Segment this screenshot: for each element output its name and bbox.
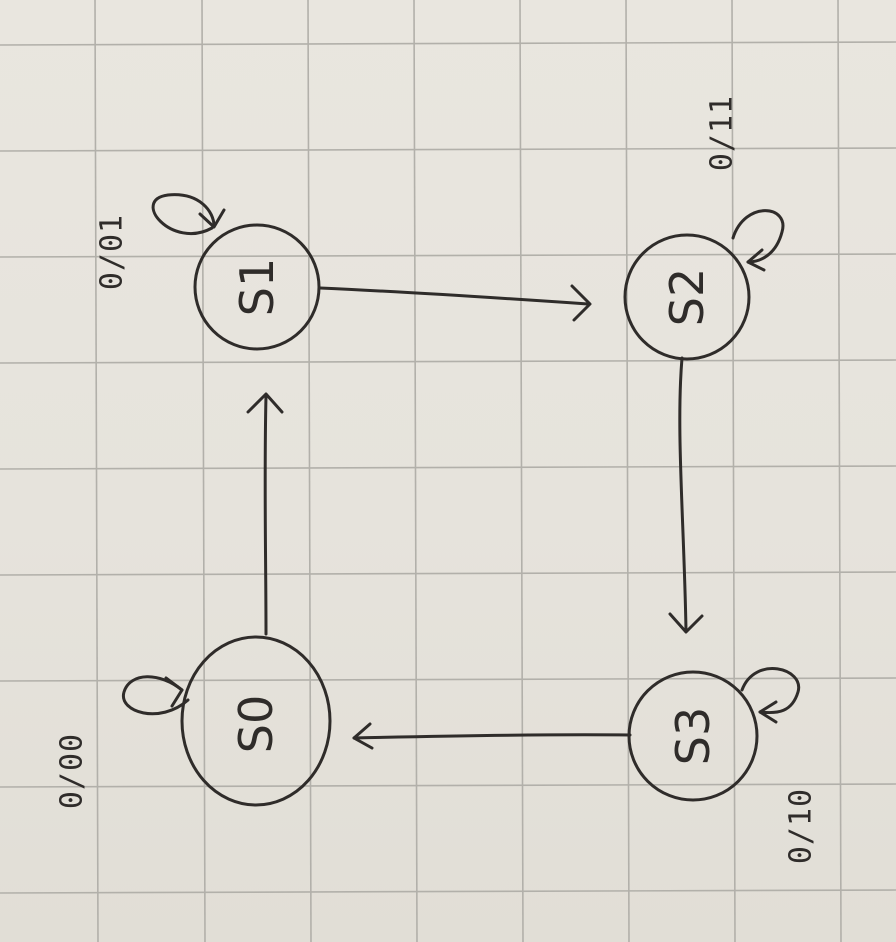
self-loop-s1-label: 0/01 [95, 214, 130, 290]
transition-s2-s3 [668, 356, 704, 634]
transition-s3-s0-arrowhead [352, 722, 374, 750]
transition-s0-s1-arrowhead [246, 392, 284, 414]
self-loop-s0: 0/00 [55, 675, 190, 809]
self-loop-s2: 0/11 [705, 95, 785, 272]
state-s3-label: S3 [666, 707, 720, 765]
self-loop-s2-curve [731, 209, 785, 264]
self-loop-s3-arrowhead [758, 700, 778, 724]
transition-s1-s2 [318, 284, 592, 322]
state-s2-label: S2 [660, 268, 714, 326]
state-s1: S1 [193, 223, 321, 351]
self-loop-s2-arrowhead [746, 248, 766, 272]
state-s0: S0 [180, 635, 332, 807]
state-s3: S3 [627, 670, 759, 802]
self-loop-s3-curve [740, 667, 801, 715]
transition-s0-s1-line [263, 394, 268, 636]
transition-s1-s2-line [318, 286, 590, 306]
transition-s3-s0 [352, 722, 632, 750]
self-loop-s0-arrowhead [164, 676, 184, 708]
self-loop-s1: 0/01 [95, 193, 226, 290]
state-s1-label: S1 [230, 258, 284, 316]
self-loop-s3: 0/10 [740, 667, 819, 864]
state-s2: S2 [623, 233, 751, 361]
self-loop-s0-label: 0/00 [55, 733, 90, 809]
transition-s2-s3-arrowhead [668, 612, 704, 634]
self-loop-s1-arrowhead [198, 208, 226, 229]
self-loop-s0-curve [122, 675, 190, 716]
self-loop-s3-label: 0/10 [784, 788, 819, 864]
state-s0-label: S0 [229, 695, 283, 753]
transition-s3-s0-line [352, 733, 632, 740]
state-s2-circle [623, 233, 751, 361]
transition-s1-s2-arrowhead [570, 284, 592, 322]
transition-s2-s3-line [678, 356, 688, 632]
transition-s0-s1 [246, 392, 284, 636]
state-s0-circle [180, 635, 332, 807]
self-loop-s2-label: 0/11 [705, 95, 740, 171]
self-loop-s1-curve [151, 193, 216, 235]
